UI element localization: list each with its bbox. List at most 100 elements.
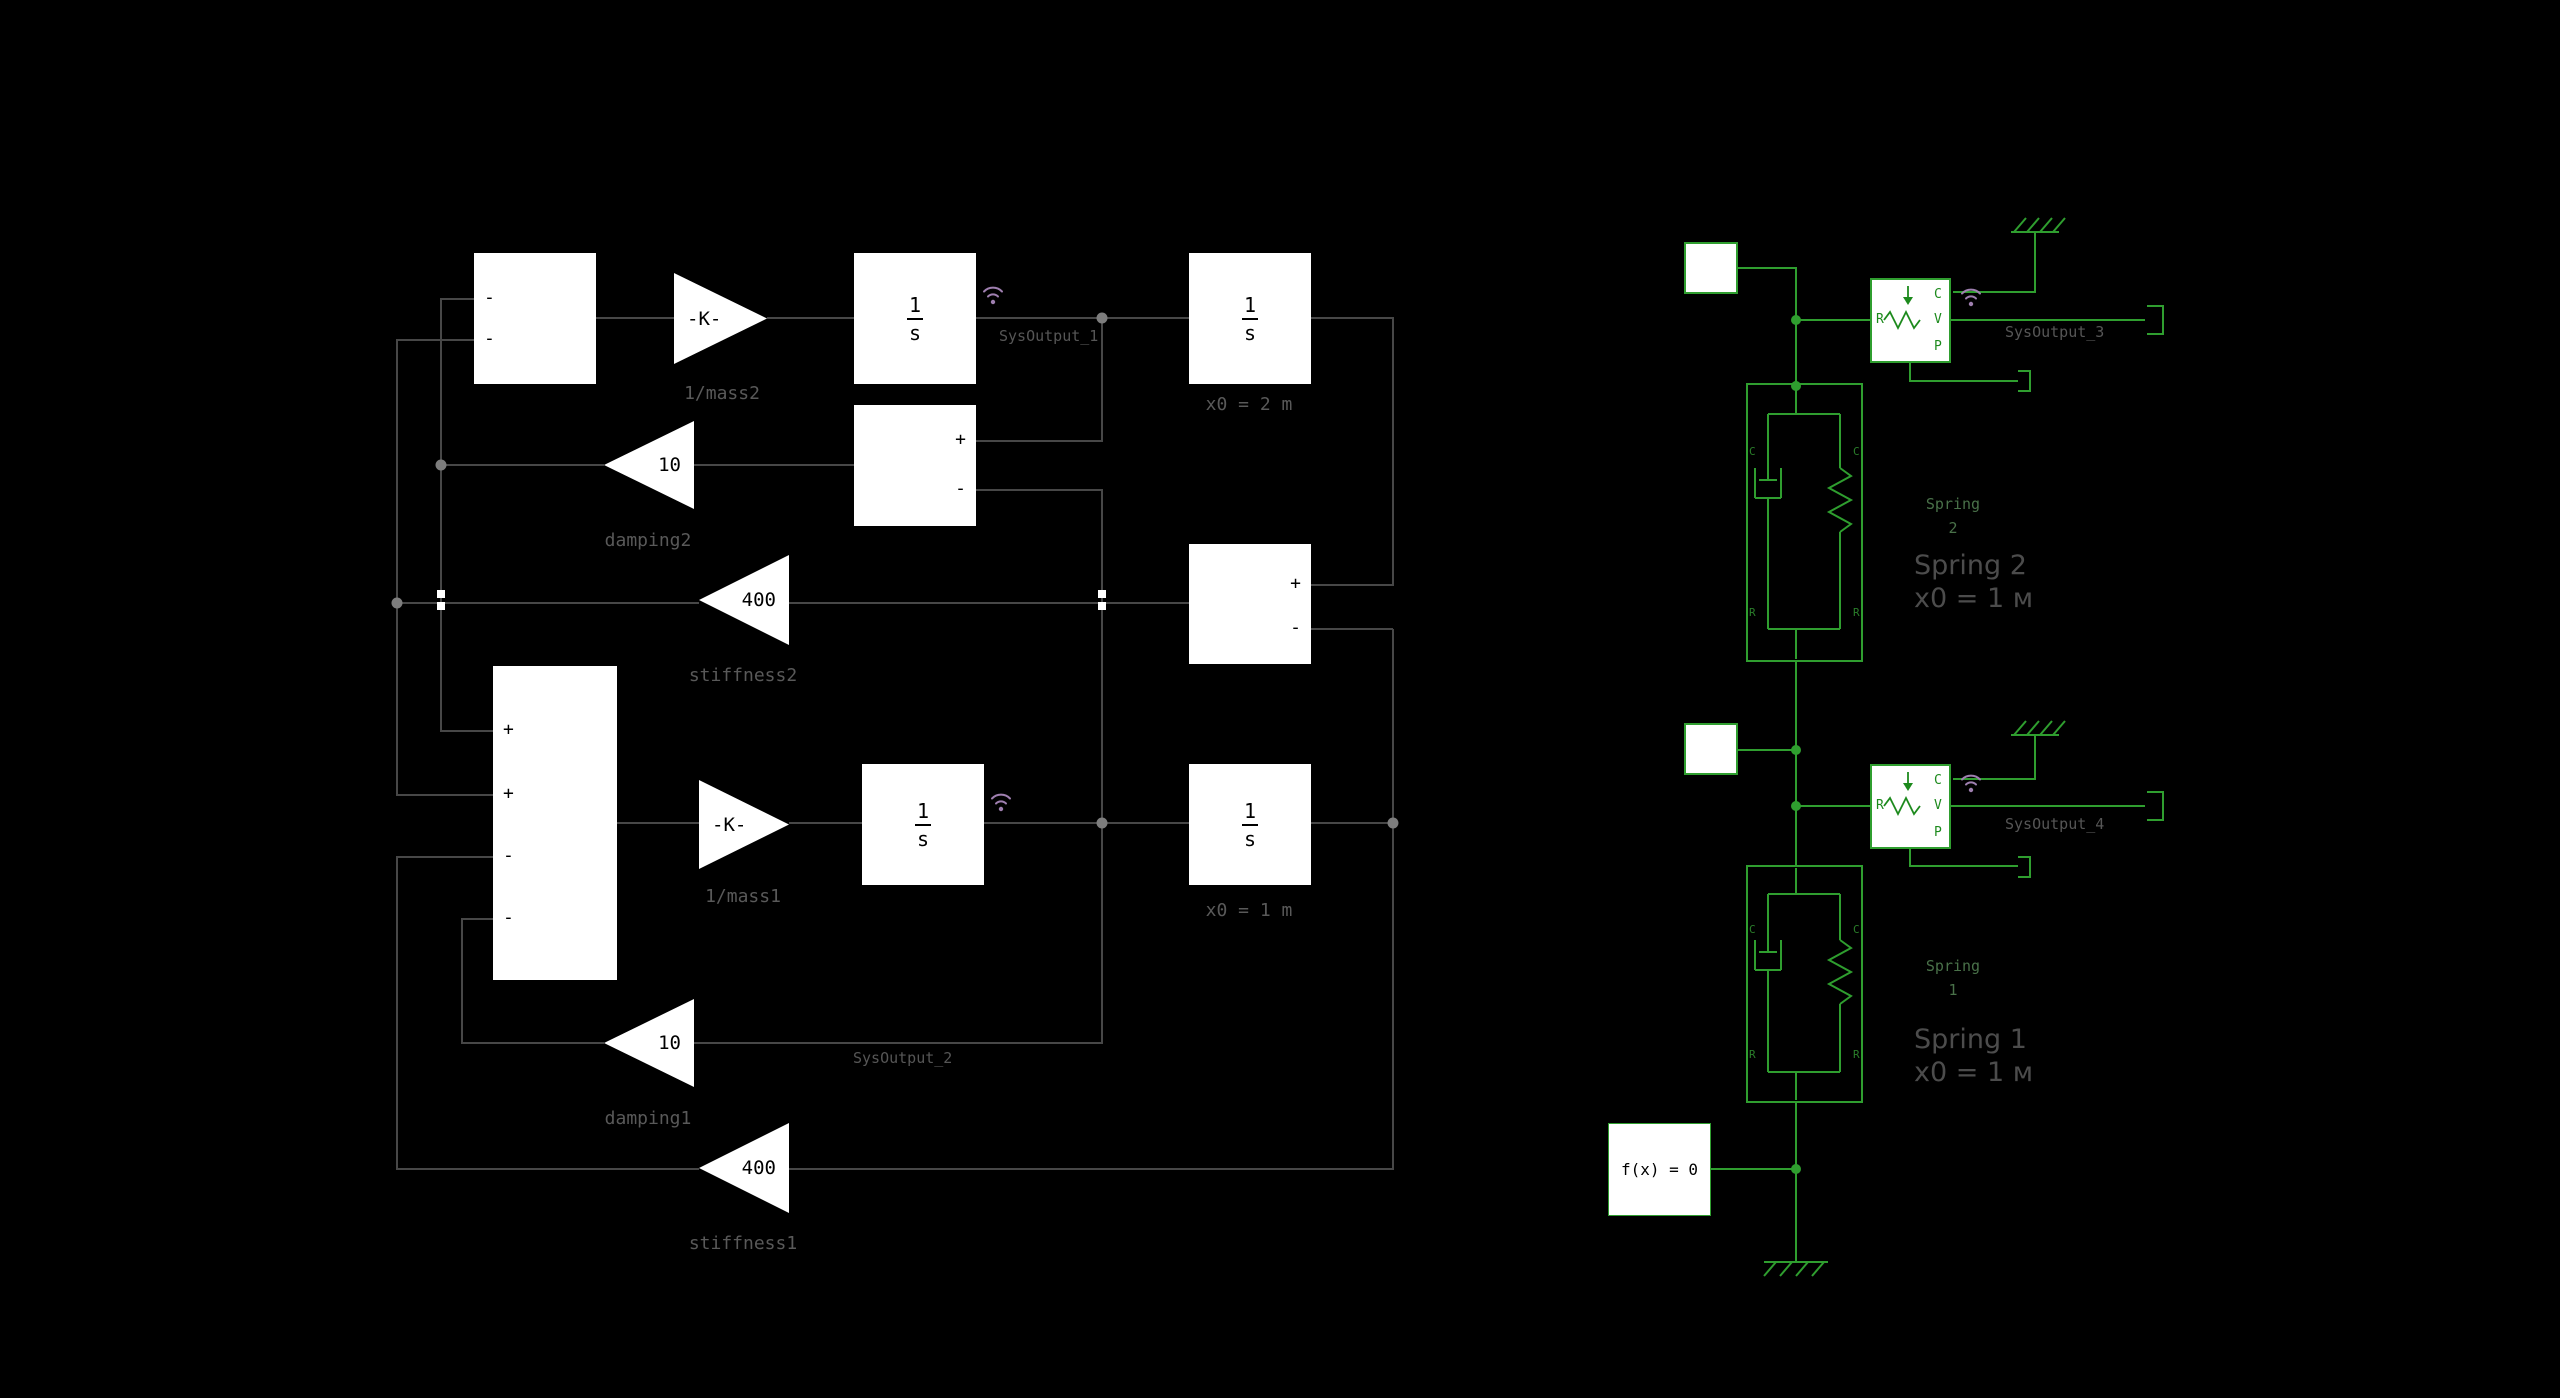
motion-sensor-block-bottom[interactable]: R C V P [1870,764,1951,849]
fraction-bar [915,823,931,826]
gain-value: 10 [658,454,681,476]
ground-icon [1763,1261,1828,1277]
motion-sensor-glyph [1883,286,1921,331]
sum-sign: - [1290,617,1301,638]
integrator-block-v1[interactable]: 1 s [862,764,984,885]
fraction-numerator: 1 [916,798,930,823]
physical-wires[interactable] [1711,232,2145,1262]
port-letter-r: R [1749,1048,1756,1061]
physical-junction-dots [1791,315,1801,1174]
spring-damper-subsystem-1[interactable] [1746,865,1863,1103]
port-letter-r: R [1853,1048,1860,1061]
sum-sign: - [484,328,495,349]
port-label-v: V [1934,312,1942,327]
terminator-icons[interactable] [2018,305,2164,878]
spring-damper-subsystem-2[interactable] [1746,383,1863,662]
gain-value: -K- [687,307,722,330]
port-label-c: C [1934,773,1942,788]
fraction-bar [1242,823,1258,826]
terminator-icon [2147,305,2164,335]
terminator-icon [2018,856,2031,878]
block-label: 1/mass2 [684,383,760,404]
fraction-denominator: s [908,320,922,345]
damper-icon [1754,868,1840,1100]
sum-sign: - [484,287,495,308]
integrator-block-x2[interactable]: 1 s [1189,253,1311,384]
port-label-r: R [1876,798,1884,813]
fraction-numerator: 1 [908,292,922,317]
fraction-numerator: 1 [1243,292,1257,317]
ground-icon [2011,217,2066,233]
sum-sign: + [503,783,514,804]
motion-sensor-glyph [1883,772,1921,817]
fraction-bar [1242,317,1258,320]
log-label: SysOutput_1 [999,327,1099,345]
signal-logging-icon[interactable] [1958,771,1984,797]
annotation-spring1: Spring 1 x0 = 1 м [1914,1024,2034,1088]
damper-icon [1754,386,1840,659]
sum-sign: - [503,907,514,928]
signal-logging-icon[interactable] [1958,285,1984,311]
block-label: x0 = 1 m [1205,900,1293,921]
integrator-block-x1[interactable]: 1 s [1189,764,1311,885]
port-letter-c: C [1853,445,1860,458]
fraction-bar [907,317,923,320]
integrator-block-v2[interactable]: 1 s [854,253,976,384]
sensor-zigzag-icon [1883,309,1921,331]
sum-block-position[interactable]: + - [1189,544,1311,664]
terminator-icon [2018,370,2031,392]
block-label: damping1 [604,1108,692,1129]
sum-sign: + [503,719,514,740]
subsystem-name-spring1: Spring 1 [1925,957,1981,999]
block-label: 1/mass1 [705,886,781,907]
block-label: x0 = 2 m [1205,394,1293,415]
port-label-v: V [1934,798,1942,813]
gain-value: 400 [741,1157,776,1179]
terminator-icon [2147,791,2164,821]
arrow-down-icon [1903,772,1913,791]
port-label-r: R [1876,312,1884,327]
signal-logging-icon[interactable] [980,283,1006,309]
mass-block-1[interactable] [1684,723,1738,775]
port-letter-c: C [1853,923,1860,936]
port-letter-c: C [1749,445,1756,458]
ground-reference-icons[interactable] [1763,217,2066,1277]
fraction-numerator: 1 [1243,798,1257,823]
sensor-zigzag-icon [1883,795,1921,817]
port-label-c: C [1934,287,1942,302]
arrow-down-icon [1903,286,1913,305]
fraction-denominator: s [1243,826,1257,851]
port-letter-r: R [1853,606,1860,619]
log-label: SysOutput_2 [853,1049,953,1067]
signal-logging-icon[interactable] [988,790,1014,816]
motion-sensor-block-top[interactable]: R C V P [1870,278,1951,363]
wire-vertex-handles [437,590,1106,610]
gain-value: 400 [741,589,776,611]
sum-sign: + [955,429,966,450]
signal-junction-dots [391,312,1399,829]
ground-icon [2011,720,2066,736]
spring-icon [1826,894,1854,1072]
signal-wires[interactable] [396,298,1394,1170]
sum-block-velocity[interactable]: + - [854,405,976,526]
sum-sign: - [503,845,514,866]
spring-icon [1826,414,1854,629]
subsystem-name-spring2: Spring 2 [1925,495,1981,537]
solver-label: f(x) = 0 [1620,1160,1699,1179]
port-letter-c: C [1749,923,1756,936]
sum-block-mass2[interactable]: - - [474,253,596,384]
port-letter-r: R [1749,606,1756,619]
sum-sign: - [955,478,966,499]
block-label: damping2 [604,530,692,551]
log-label: SysOutput_3 [2005,323,2105,341]
log-label: SysOutput_4 [2005,815,2105,833]
sum-block-mass1[interactable]: + + - - [493,666,617,980]
mass-block-2[interactable] [1684,242,1738,294]
fraction-denominator: s [1243,320,1257,345]
solver-configuration-block[interactable]: f(x) = 0 [1608,1123,1711,1216]
fraction-denominator: s [916,826,930,851]
annotation-spring2: Spring 2 x0 = 1 м [1914,550,2034,614]
block-label: stiffness1 [688,1233,798,1254]
